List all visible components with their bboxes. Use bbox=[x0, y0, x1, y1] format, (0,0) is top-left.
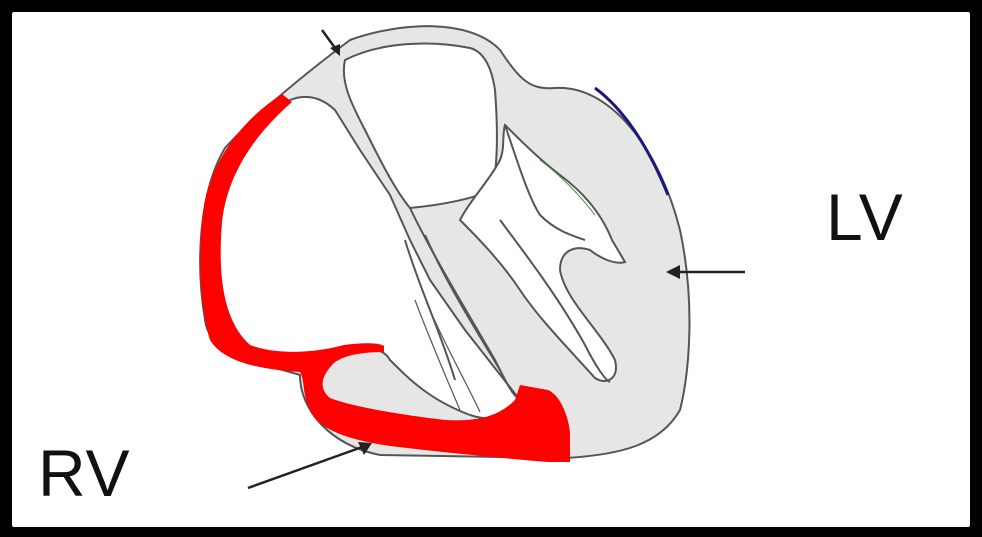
arrow-rv bbox=[248, 442, 372, 488]
rv-label: RV bbox=[38, 440, 131, 506]
arrow-top bbox=[322, 30, 340, 56]
arrow-lv bbox=[666, 265, 745, 279]
lv-label: LV bbox=[826, 184, 904, 250]
